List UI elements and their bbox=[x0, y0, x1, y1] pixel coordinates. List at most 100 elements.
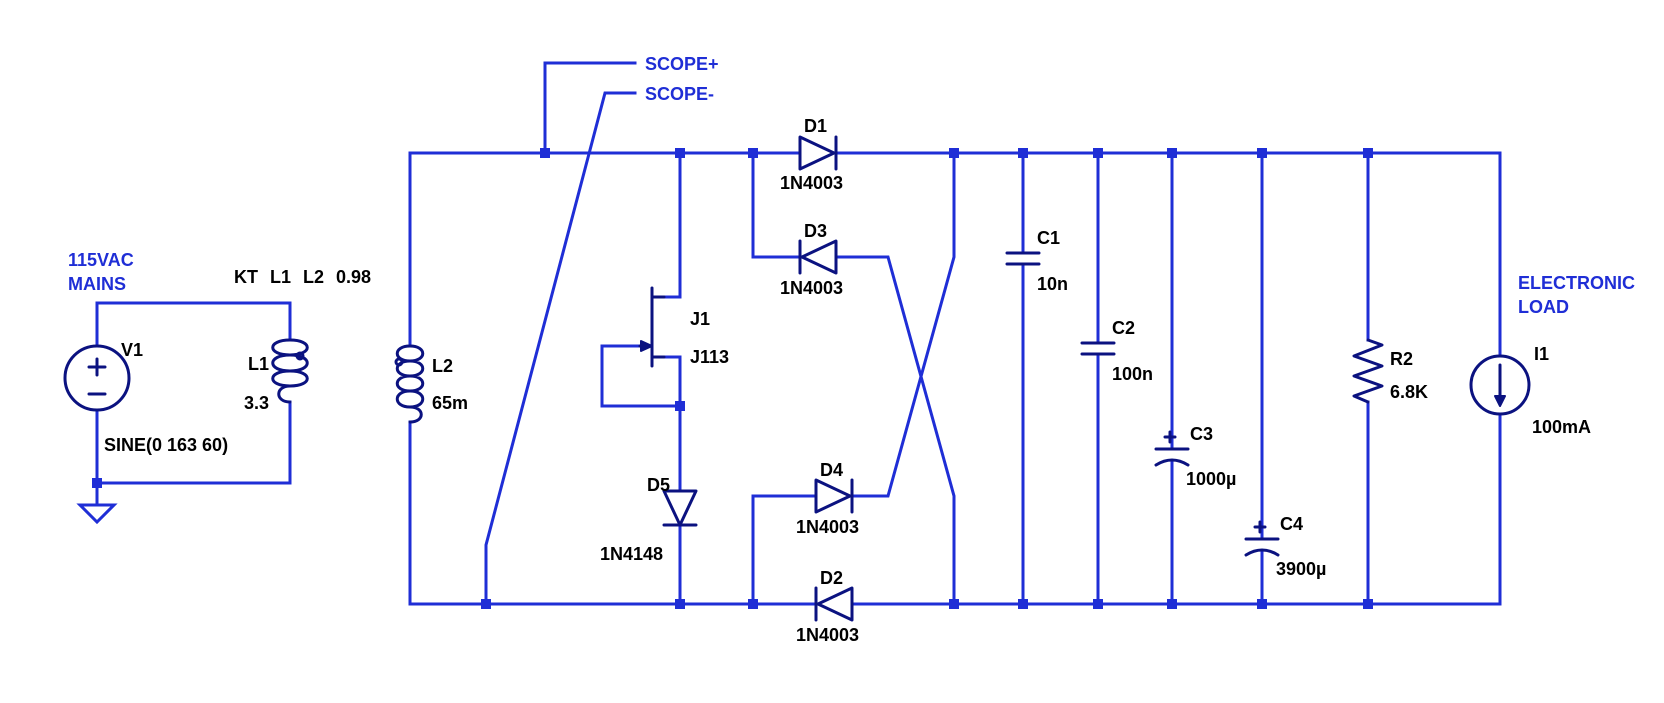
coupling-directive[interactable]: KT L1 L2 0.98 bbox=[234, 267, 371, 287]
v1-value: SINE(0 163 60) bbox=[104, 435, 228, 455]
inductor-coil-icon bbox=[395, 344, 425, 424]
r2-value: 6.8K bbox=[1390, 382, 1428, 402]
inductor-l1[interactable] bbox=[271, 338, 309, 404]
wire-j1-gate[interactable] bbox=[600, 344, 642, 408]
diode-icon bbox=[798, 135, 838, 171]
l2-name: L2 bbox=[432, 356, 453, 376]
n-jfet-icon bbox=[640, 340, 653, 352]
plus-sign-icon bbox=[1253, 520, 1267, 534]
d4-value: 1N4003 bbox=[796, 517, 859, 537]
junction-dot bbox=[1018, 148, 1028, 158]
ground-icon[interactable] bbox=[76, 503, 118, 525]
sine-voltage-source-icon bbox=[63, 344, 131, 412]
junction-dot bbox=[92, 478, 102, 488]
plus-sign-icon bbox=[87, 357, 107, 377]
c3-name: C3 bbox=[1190, 424, 1213, 444]
d1-name: D1 bbox=[804, 116, 827, 136]
wire-scope-minus[interactable] bbox=[484, 91, 637, 606]
capacitor-c4[interactable] bbox=[1244, 520, 1280, 557]
junction-dot bbox=[949, 148, 959, 158]
labels: SCOPE+ SCOPE- 115VAC MAINS ELECTRONIC LO… bbox=[68, 54, 1635, 645]
l2-value: 65m bbox=[432, 393, 468, 413]
plus-sign-icon bbox=[1163, 430, 1177, 444]
capacitor-c3[interactable] bbox=[1154, 430, 1190, 467]
d2-value: 1N4003 bbox=[796, 625, 859, 645]
current-source-icon bbox=[1469, 354, 1531, 416]
l1-name: L1 bbox=[248, 354, 269, 374]
j1-name: J1 bbox=[690, 309, 710, 329]
resistor-r2[interactable] bbox=[1352, 338, 1384, 404]
wire-d4-cathode-cross[interactable] bbox=[850, 151, 956, 498]
wire-scope-plus[interactable] bbox=[543, 61, 637, 155]
net-label-mains-line1: 115VAC bbox=[68, 250, 134, 270]
diode-d4[interactable] bbox=[814, 478, 854, 514]
wire-d3-cathode[interactable] bbox=[751, 151, 802, 259]
wire-j1-source[interactable] bbox=[662, 355, 682, 408]
net-label-load-line2: LOAD bbox=[1518, 297, 1569, 317]
net-label-scope-plus[interactable]: SCOPE+ bbox=[645, 54, 719, 74]
junction-dot bbox=[1093, 599, 1103, 609]
capacitor-c2[interactable] bbox=[1080, 341, 1116, 356]
c1-value: 10n bbox=[1037, 274, 1068, 294]
coupling-first: L1 bbox=[270, 267, 291, 287]
junction-dot bbox=[675, 599, 685, 609]
junction-dot bbox=[675, 401, 685, 411]
capacitor-icon bbox=[1080, 341, 1116, 356]
junction-dot bbox=[1257, 599, 1267, 609]
voltage-source-v1[interactable] bbox=[63, 344, 131, 412]
d2-name: D2 bbox=[820, 568, 843, 588]
j1-value: J113 bbox=[690, 347, 729, 367]
jfet-j1[interactable] bbox=[638, 286, 666, 368]
junction-dot bbox=[481, 599, 491, 609]
junction-dot bbox=[540, 148, 550, 158]
coupling-second: L2 bbox=[303, 267, 324, 287]
d5-value: 1N4148 bbox=[600, 544, 663, 564]
r2-name: R2 bbox=[1390, 349, 1413, 369]
diode-icon bbox=[662, 489, 698, 527]
capacitor-icon bbox=[1005, 251, 1041, 266]
polarized-capacitor-icon bbox=[1154, 447, 1190, 467]
wire-j1-drain[interactable] bbox=[662, 151, 682, 299]
net-label-mains-line2: MAINS bbox=[68, 274, 126, 294]
capacitor-c1[interactable] bbox=[1005, 251, 1041, 266]
diode-d3[interactable] bbox=[798, 239, 838, 275]
net-label-scope-minus[interactable]: SCOPE- bbox=[645, 84, 714, 104]
junction-dot bbox=[748, 148, 758, 158]
net-label-load-line1: ELECTRONIC bbox=[1518, 273, 1635, 293]
junction-dot bbox=[1093, 148, 1103, 158]
phase-dot-icon bbox=[394, 357, 404, 367]
wire-d4-anode[interactable] bbox=[751, 494, 818, 606]
wire-primary-top[interactable] bbox=[95, 301, 292, 348]
diode-d5[interactable] bbox=[662, 489, 698, 527]
diode-icon bbox=[814, 478, 854, 514]
junction-dot bbox=[1257, 148, 1267, 158]
current-source-i1[interactable] bbox=[1469, 354, 1531, 416]
junction-dot bbox=[675, 148, 685, 158]
coupling-value: 0.98 bbox=[336, 267, 371, 287]
d4-name: D4 bbox=[820, 460, 843, 480]
diode-icon bbox=[798, 239, 838, 275]
polarized-capacitor-icon bbox=[1244, 537, 1280, 557]
c4-name: C4 bbox=[1280, 514, 1303, 534]
junction-dot bbox=[1167, 148, 1177, 158]
junction-dot bbox=[1363, 599, 1373, 609]
c1-name: C1 bbox=[1037, 228, 1060, 248]
resistor-icon bbox=[1352, 338, 1384, 404]
i1-value: 100mA bbox=[1532, 417, 1591, 437]
junction-dot bbox=[949, 599, 959, 609]
c2-value: 100n bbox=[1112, 364, 1153, 384]
diode-d1[interactable] bbox=[798, 135, 838, 171]
junction-dot bbox=[1363, 148, 1373, 158]
wire-primary-bottom[interactable] bbox=[95, 400, 292, 485]
diode-d2[interactable] bbox=[814, 586, 854, 622]
inductor-l2[interactable] bbox=[394, 344, 425, 424]
diode-icon bbox=[814, 586, 854, 622]
junctions bbox=[92, 148, 1373, 609]
wires bbox=[95, 61, 1502, 606]
wire-d3-anode-cross[interactable] bbox=[834, 255, 956, 606]
d5-name: D5 bbox=[647, 475, 670, 495]
phase-dot-icon bbox=[295, 351, 305, 361]
junction-dot bbox=[1018, 599, 1028, 609]
c2-name: C2 bbox=[1112, 318, 1135, 338]
coupling-keyword: KT bbox=[234, 267, 258, 287]
